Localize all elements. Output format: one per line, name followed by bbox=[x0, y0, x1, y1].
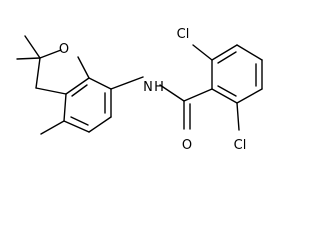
amide-nitrogen-label: N bbox=[143, 80, 153, 95]
bond bbox=[35, 57, 41, 89]
amide-hydrogen-label: H bbox=[154, 80, 164, 95]
bond bbox=[88, 116, 112, 133]
bond bbox=[236, 88, 263, 104]
bond bbox=[63, 120, 90, 133]
bond bbox=[35, 87, 67, 95]
bonds bbox=[16, 35, 263, 135]
molecule-canvas: O N H O Cl Cl bbox=[16, 27, 263, 153]
bond bbox=[236, 102, 240, 131]
double-bond-inner bbox=[71, 84, 88, 97]
bond bbox=[159, 84, 185, 102]
structure-diagram: O N H O Cl Cl bbox=[16, 27, 263, 153]
bond bbox=[211, 88, 238, 104]
chlorine-bottom-label: Cl bbox=[234, 138, 247, 153]
bond bbox=[88, 77, 112, 90]
bond bbox=[77, 56, 90, 79]
chlorine-top-label: Cl bbox=[177, 27, 190, 42]
bond bbox=[65, 77, 90, 95]
double-bond-inner bbox=[217, 85, 237, 97]
ring-oxygen-label: O bbox=[59, 42, 69, 57]
bond bbox=[236, 44, 263, 61]
bond bbox=[211, 44, 238, 61]
bond bbox=[110, 76, 144, 90]
methyl-bond bbox=[40, 120, 65, 135]
bond bbox=[39, 49, 62, 59]
methyl-bond bbox=[24, 35, 41, 59]
bond bbox=[183, 88, 213, 102]
atom-labels: O N H O Cl Cl bbox=[59, 27, 246, 153]
double-bond-inner bbox=[217, 51, 237, 64]
bond bbox=[63, 93, 67, 122]
double-bond-inner bbox=[70, 116, 89, 126]
carbonyl-oxygen-label: O bbox=[182, 138, 192, 153]
methyl-bond bbox=[16, 57, 41, 60]
bond bbox=[192, 44, 213, 61]
